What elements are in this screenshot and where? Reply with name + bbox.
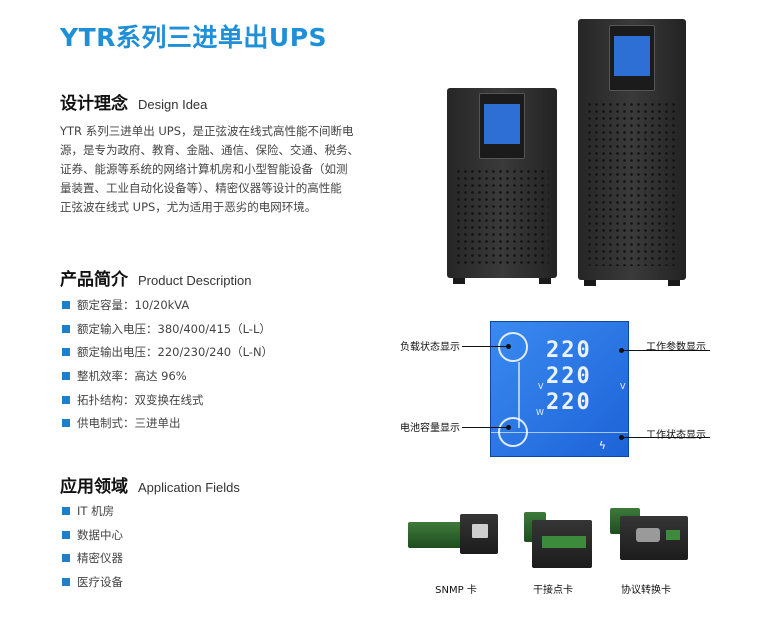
callout-dot — [506, 344, 511, 349]
callout-line — [462, 427, 508, 428]
design-line: 量装置、工业自动化设备等）、精密仪器等设计的高性能 — [60, 181, 342, 195]
protocol-converter-card-image — [606, 508, 690, 562]
list-item-text: 拓扑结构：双变换在线式 — [77, 392, 204, 407]
bullet-square-icon — [62, 371, 70, 380]
callout-line — [622, 437, 710, 438]
ups-tower-small-image — [447, 88, 557, 284]
lcd-unit: W — [536, 408, 544, 417]
bullet-square-icon — [62, 530, 70, 539]
list-item: IT 机房 — [62, 499, 123, 523]
ups-grille — [586, 101, 678, 266]
callout-dot — [619, 348, 624, 353]
list-item-text: 精密仪器 — [77, 551, 123, 566]
ups-grille — [455, 168, 549, 264]
list-item: 医疗设备 — [62, 570, 123, 594]
bullet-square-icon — [62, 554, 70, 563]
list-item: 整机效率：高达 96% — [62, 364, 273, 388]
protocol-converter-card-label: 协议转换卡 — [621, 585, 671, 596]
page-title: YTR系列三进单出UPS — [60, 23, 328, 52]
bullet-square-icon — [62, 577, 70, 586]
dry-contact-card-label: 干接点卡 — [533, 585, 573, 596]
list-item-text: 供电制式：三进单出 — [77, 416, 181, 431]
list-item: 额定容量：10/20kVA — [62, 293, 273, 317]
bullet-square-icon — [62, 395, 70, 404]
bullet-square-icon — [62, 348, 70, 357]
list-item: 拓扑结构：双变换在线式 — [62, 388, 273, 412]
list-item-text: 额定输出电压：220/230/240（L-N） — [77, 345, 274, 360]
bullet-square-icon — [62, 506, 70, 515]
application-list: IT 机房 数据中心 精密仪器 医疗设备 — [62, 499, 123, 594]
list-item-text: 数据中心 — [77, 527, 123, 542]
list-item-text: 额定输入电压：380/400/415（L-L） — [77, 321, 271, 336]
ups-lcd-panel — [479, 93, 525, 159]
lcd-divider — [518, 362, 520, 428]
dry-contact-card-image — [518, 512, 594, 568]
snmp-card-label: SNMP 卡 — [435, 585, 477, 596]
application-fields-heading-zh: 应用领域 — [60, 477, 128, 497]
application-fields-heading: 应用领域 Application Fields — [60, 472, 240, 497]
design-idea-heading-en: Design Idea — [138, 97, 208, 112]
list-item-text: 额定容量：10/20kVA — [77, 297, 190, 312]
bullet-square-icon — [62, 300, 70, 309]
application-fields-heading-en: Application Fields — [138, 480, 240, 495]
lcd-unit: V — [538, 382, 544, 391]
design-line: 证券、能源等系统的网络计算机房和小型智能设备（如测 — [60, 162, 348, 176]
list-item: 额定输入电压：380/400/415（L-L） — [62, 317, 273, 341]
list-item: 精密仪器 — [62, 546, 123, 570]
callout-load-status: 负载状态显示 — [400, 342, 460, 353]
callout-work-status: 工作状态显示 — [646, 430, 706, 441]
callout-line — [622, 350, 710, 351]
lcd-digits-row-2: 220 — [546, 364, 592, 389]
product-description-heading-en: Product Description — [138, 273, 252, 288]
list-item-text: 整机效率：高达 96% — [77, 368, 187, 383]
design-idea-heading: 设计理念 Design Idea — [60, 89, 207, 114]
design-idea-heading-zh: 设计理念 — [60, 94, 128, 114]
list-item: 供电制式：三进单出 — [62, 411, 273, 435]
bullet-square-icon — [62, 419, 70, 428]
design-line: YTR 系列三进单出 UPS，是正弦波在线式高性能不间断电 — [60, 124, 354, 138]
design-idea-paragraph: YTR 系列三进单出 UPS，是正弦波在线式高性能不间断电 源，是专为政府、教育… — [60, 122, 365, 217]
design-line: 源，是专为政府、教育、金融、通信、保险、交通、税务、 — [60, 143, 359, 157]
lcd-unit: V — [620, 382, 626, 391]
lcd-digits-row-3: 220 — [546, 390, 592, 415]
ups-lcd-panel — [609, 25, 655, 91]
product-spec-list: 额定容量：10/20kVA 额定输入电压：380/400/415（L-L） 额定… — [62, 293, 273, 435]
callout-battery-capacity: 电池容量显示 — [400, 423, 460, 434]
callout-line — [462, 346, 508, 347]
list-item: 额定输出电压：220/230/240（L-N） — [62, 340, 273, 364]
list-item-text: 医疗设备 — [77, 574, 123, 589]
callout-dot — [506, 425, 511, 430]
list-item: 数据中心 — [62, 523, 123, 547]
ups-tower-large-image — [578, 19, 686, 286]
lcd-rule — [491, 432, 628, 433]
snmp-card-image — [408, 508, 500, 560]
product-description-heading: 产品简介 Product Description — [60, 265, 251, 290]
bullet-square-icon — [62, 324, 70, 333]
load-gauge-icon — [498, 332, 528, 362]
product-description-heading-zh: 产品简介 — [60, 270, 128, 290]
lcd-digits-row-1: 220 — [546, 338, 592, 363]
design-line: 正弦波在线式 UPS，尤为适用于恶劣的电网环境。 — [60, 200, 317, 214]
callout-work-params: 工作参数显示 — [646, 342, 706, 353]
status-bolt-icon: ϟ — [598, 439, 606, 452]
list-item-text: IT 机房 — [77, 503, 115, 518]
callout-dot — [619, 435, 624, 440]
lcd-display-diagram: 220 220 220 V V W ϟ — [490, 321, 629, 457]
